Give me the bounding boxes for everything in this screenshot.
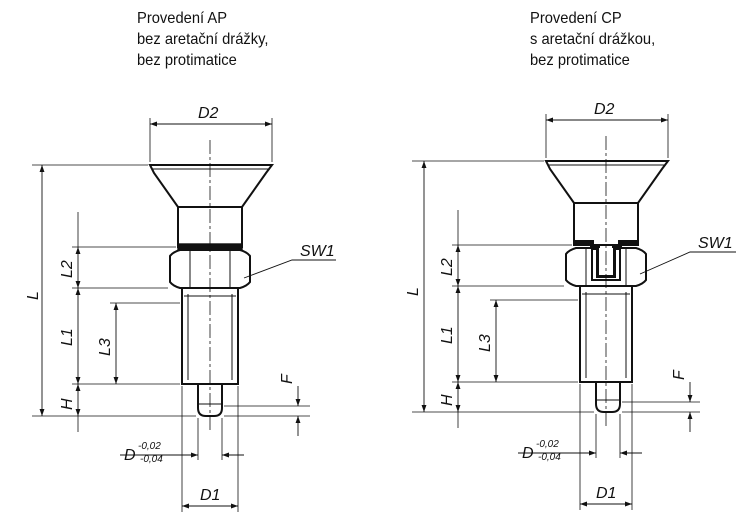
label-cp-l: L [405, 287, 422, 296]
caption-cp-line-3: bez protimatice [530, 52, 630, 69]
caption-cp: Provedení CP s aretační drážkou, bez pro… [530, 8, 655, 71]
label-ap-d2: D2 [198, 105, 219, 122]
knob-head [544, 160, 670, 204]
label-ap-d-tol-upper: -0,02 [138, 441, 161, 452]
locking-pin [595, 381, 621, 413]
label-ap-l2: L2 [59, 260, 76, 278]
drawing-ap [32, 118, 336, 512]
label-cp-sw1: SW1 [698, 235, 733, 252]
label-ap-d: D [124, 447, 136, 464]
label-ap-d1: D1 [200, 487, 220, 504]
label-cp-d: D [522, 445, 534, 462]
label-ap-f: F [279, 373, 296, 384]
label-cp-f: F [671, 369, 688, 380]
caption-ap: Provedení AP bez aretační drážky, bez pr… [137, 8, 268, 71]
label-cp-l1: L1 [439, 326, 456, 344]
caption-ap-line-2: bez aretační drážky, [137, 31, 269, 48]
labels-cp: D2 L L2 L1 H L3 F SW1 D -0,02 -0,04 D1 [405, 101, 733, 502]
label-cp-h: H [439, 394, 456, 406]
label-ap-l1: L1 [59, 328, 76, 346]
drawing-cp [412, 114, 736, 510]
caption-cp-line-2: s aretační drážkou, [530, 31, 656, 48]
caption-ap-line-1: Provedení AP [137, 10, 228, 27]
label-cp-l3: L3 [477, 334, 494, 352]
label-ap-l3: L3 [97, 338, 114, 356]
label-cp-d-tol-lower: -0,04 [538, 452, 561, 463]
label-ap-sw1: SW1 [300, 243, 335, 260]
label-cp-d2: D2 [594, 101, 615, 118]
label-cp-d1: D1 [596, 485, 616, 502]
knob-head [148, 164, 274, 208]
label-ap-h: H [59, 398, 76, 410]
caption-cp-line-1: Provedení CP [530, 10, 622, 27]
label-cp-d-tol-upper: -0,02 [536, 439, 559, 450]
label-cp-l2: L2 [439, 258, 456, 276]
label-ap-l: L [25, 291, 42, 300]
labels-ap: D2 L L2 L1 H L3 F SW1 D -0,02 -0,04 D1 [25, 105, 335, 504]
label-ap-d-tol-lower: -0,04 [140, 454, 163, 465]
caption-ap-line-3: bez protimatice [137, 52, 237, 69]
